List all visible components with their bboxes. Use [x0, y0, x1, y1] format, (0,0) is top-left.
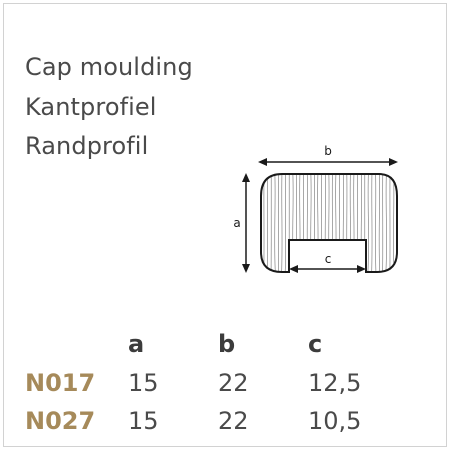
grain-line: [274, 174, 276, 272]
grain-line: [266, 174, 268, 272]
dimension-c: c: [289, 252, 366, 273]
value-a: 15: [128, 369, 159, 397]
grain-line: [378, 174, 381, 272]
grain-line: [393, 174, 395, 272]
column-header-c: c: [308, 330, 323, 358]
value-b: 22: [218, 407, 249, 435]
grain-line: [385, 174, 387, 272]
grain-line: [353, 174, 355, 272]
dimension-c-label: c: [325, 252, 332, 266]
value-a: 15: [128, 407, 159, 435]
dimension-b-label: b: [324, 144, 332, 158]
grain-line: [367, 174, 369, 272]
value-c: 12,5: [308, 369, 362, 397]
product-card: [3, 3, 447, 447]
product-code: N017: [25, 369, 96, 397]
column-header-b: b: [218, 330, 236, 358]
dimension-b: b: [258, 144, 398, 166]
title-dutch: Kantprofiel: [25, 93, 157, 121]
profile-outline: [260, 173, 398, 273]
title-english: Cap moulding: [25, 53, 193, 81]
grain-line: [284, 174, 286, 272]
value-b: 22: [218, 369, 249, 397]
grain-line: [299, 174, 301, 272]
value-c: 10,5: [308, 407, 362, 435]
dimension-a: a: [233, 173, 250, 273]
grain-line: [310, 174, 312, 272]
grain-line: [342, 174, 345, 272]
product-code: N027: [25, 407, 96, 435]
column-header-a: a: [128, 330, 145, 358]
grain-line: [349, 174, 351, 272]
title-german: Randprofil: [25, 132, 149, 160]
grain-line: [317, 174, 319, 272]
grain-line: [360, 174, 363, 272]
grain-line: [292, 174, 294, 272]
dimension-a-label: a: [233, 216, 240, 230]
